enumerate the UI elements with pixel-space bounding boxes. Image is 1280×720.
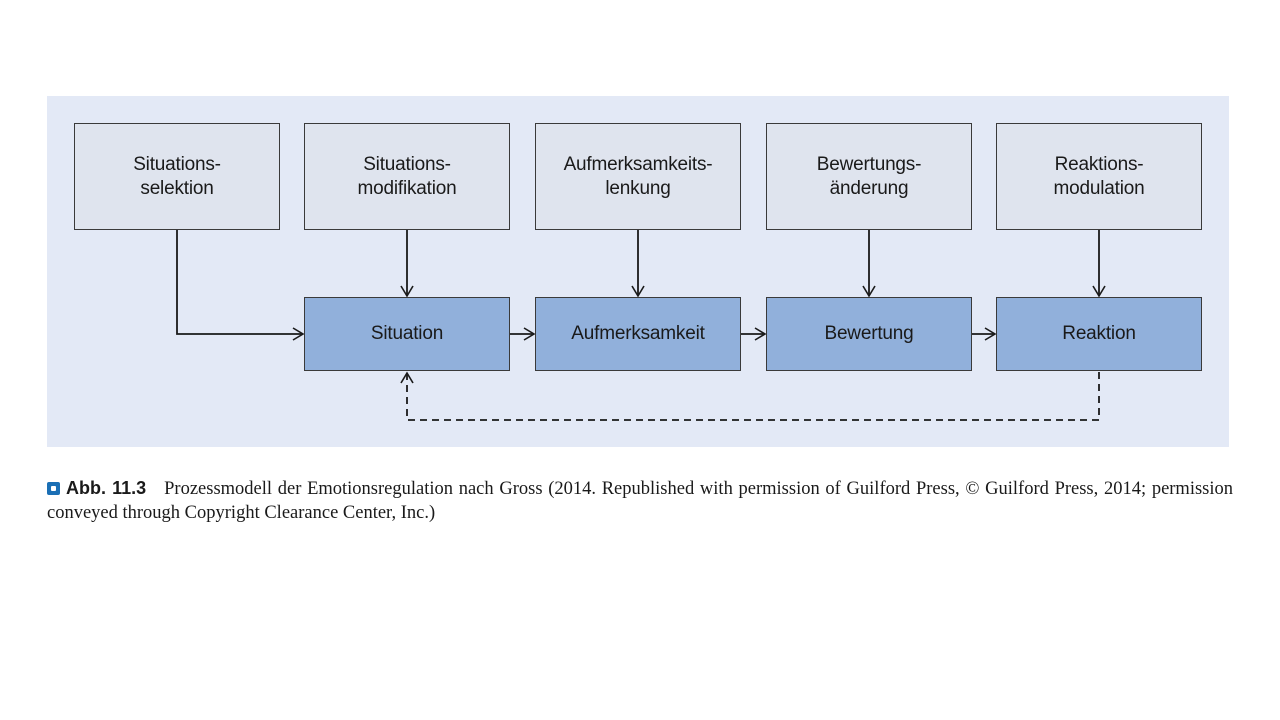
strategy-box-aufmerksamkeitslenkung: Aufmerksamkeits- lenkung [535, 123, 741, 230]
figure-icon [47, 482, 60, 495]
process-label: Aufmerksamkeit [571, 323, 705, 344]
connector-selection-to-situation [176, 230, 305, 341]
strategy-label-line1: Situations- [133, 153, 221, 175]
strategy-label-line1: Reaktions- [1054, 153, 1144, 175]
figure-label: Abb. 11.3 [66, 478, 147, 498]
process-label: Bewertung [824, 323, 914, 344]
strategy-label-line1: Situations- [363, 153, 451, 175]
strategy-label-line2: selektion [140, 177, 214, 199]
strategy-label-line2: lenkung [605, 177, 671, 199]
strategy-label-line1: Bewertungs- [816, 153, 922, 175]
process-box-situation: Situation [304, 297, 510, 371]
strategy-box-situationsselektion: Situations- selektion [74, 123, 280, 230]
strategy-label-line2: modifikation [357, 177, 457, 199]
process-label: Reaktion [1062, 323, 1136, 344]
strategy-label-line1: Aufmerksamkeits- [563, 153, 713, 175]
strategy-box-situationsmodifikation: Situations- modifikation [304, 123, 510, 230]
process-label: Situation [370, 323, 444, 344]
strategy-label-line2: änderung [829, 177, 909, 199]
connector-feedback-reaktion-to-situation [400, 371, 1100, 421]
process-box-reaktion: Reaktion [996, 297, 1202, 371]
strategy-box-reaktionsmodulation: Reaktions- modulation [996, 123, 1202, 230]
strategy-label-line2: modulation [1053, 177, 1145, 199]
caption-text: Prozessmodell der Emotionsregulation nac… [47, 479, 1234, 523]
strategy-box-bewertungsaenderung: Bewertungs- änderung [766, 123, 972, 230]
process-box-bewertung: Bewertung [766, 297, 972, 371]
